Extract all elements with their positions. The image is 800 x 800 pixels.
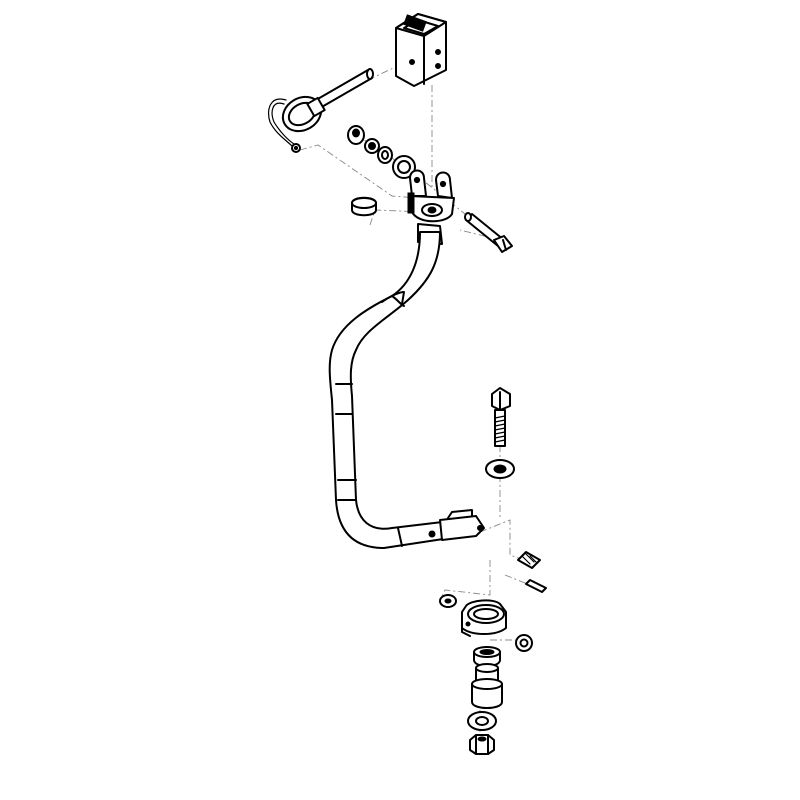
- hitch-pin: [281, 68, 374, 133]
- square-tube-mount: [395, 13, 447, 87]
- pin-clip: [377, 146, 393, 164]
- clevis-bolt: [464, 212, 513, 253]
- bent-tube-arm: [328, 223, 485, 549]
- lock-nut-bottom: [469, 734, 495, 755]
- roll-pin: [525, 579, 547, 593]
- flat-washer-top: [392, 155, 416, 179]
- hex-bolt: [491, 387, 511, 447]
- end-plug-cap: [351, 196, 377, 217]
- lock-nut-top: [347, 125, 365, 145]
- bolt-washer: [485, 459, 515, 479]
- flat-washer-bottom: [467, 711, 497, 731]
- tether-cable: [267, 98, 301, 153]
- small-washer-right: [515, 634, 533, 652]
- bushing-sleeve: [473, 646, 501, 667]
- small-washer-left: [439, 594, 457, 608]
- spacer-washer: [364, 138, 380, 154]
- clevis-bracket: [407, 169, 455, 223]
- pivot-bracket: [461, 599, 507, 637]
- pivot-shaft: [471, 663, 503, 709]
- set-screw: [517, 551, 541, 569]
